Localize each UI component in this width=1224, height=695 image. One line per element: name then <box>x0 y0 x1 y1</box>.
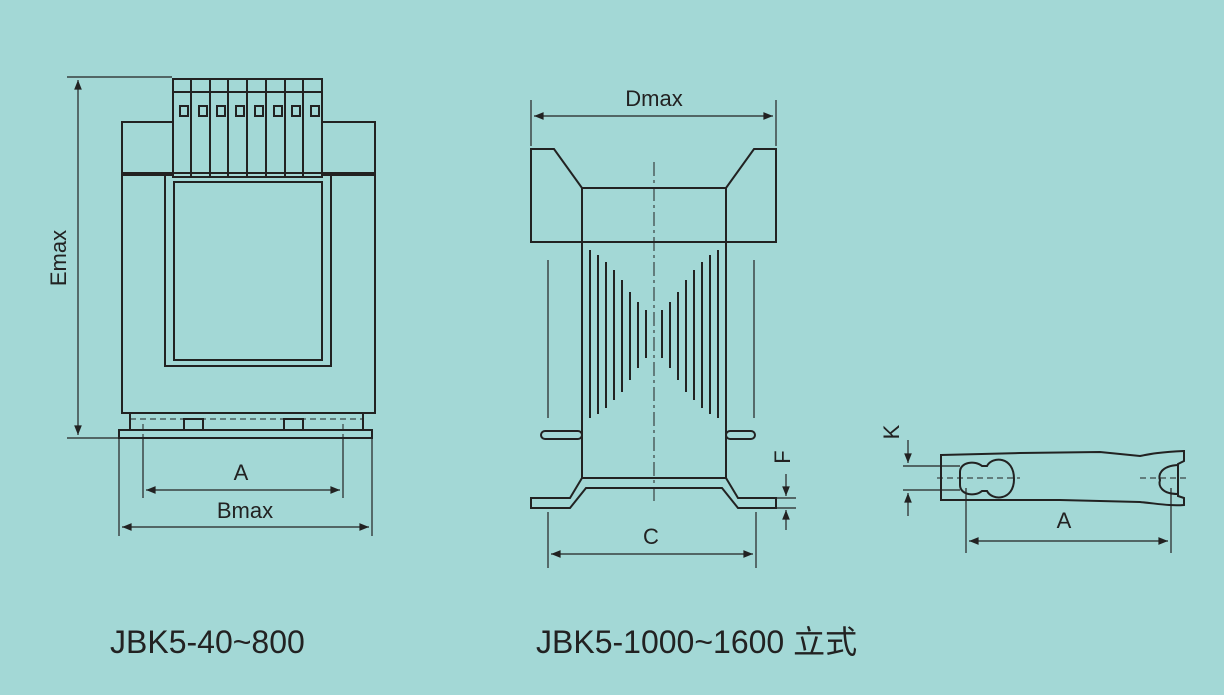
c-label: C <box>643 524 659 549</box>
left-caption: JBK5-40~800 <box>110 624 305 660</box>
lamination-lines <box>589 250 719 418</box>
coil-window <box>164 172 332 367</box>
dmax-label: Dmax <box>625 86 682 111</box>
right-view: K A <box>879 424 1190 553</box>
emax-label: Emax <box>46 230 71 286</box>
middle-view: Dmax C F <box>530 86 796 568</box>
middle-caption: JBK5-1000~1600 立式 <box>536 624 857 660</box>
terminal-block <box>172 78 323 178</box>
k-label: K <box>879 424 904 439</box>
bmax-label: Bmax <box>217 498 273 523</box>
base-plate <box>118 429 373 439</box>
right-a-label: A <box>1057 508 1072 533</box>
left-view: Emax A Bmax <box>46 76 376 536</box>
transformer-body <box>121 172 376 414</box>
f-label: F <box>770 450 795 463</box>
left-a-label: A <box>234 460 249 485</box>
